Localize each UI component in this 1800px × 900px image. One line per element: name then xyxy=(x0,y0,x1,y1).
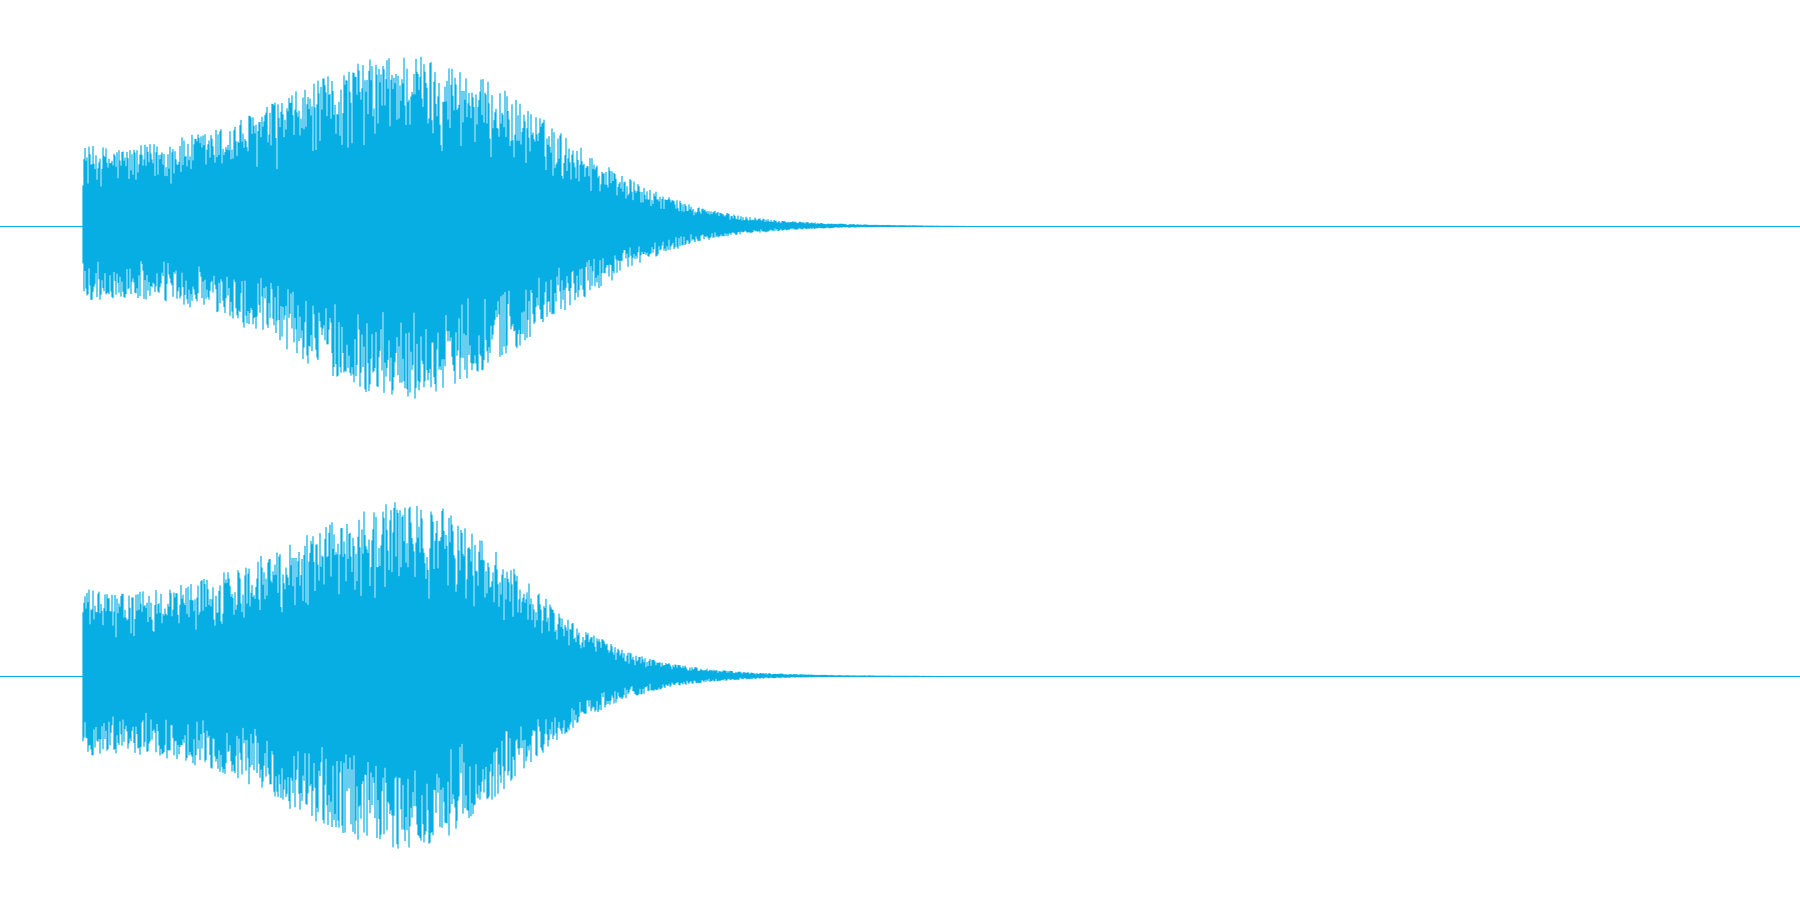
channel-top-waveform xyxy=(82,56,973,399)
channel-bottom xyxy=(0,502,1800,849)
channel-bottom-waveform xyxy=(82,502,943,849)
channel-top xyxy=(0,56,1800,399)
